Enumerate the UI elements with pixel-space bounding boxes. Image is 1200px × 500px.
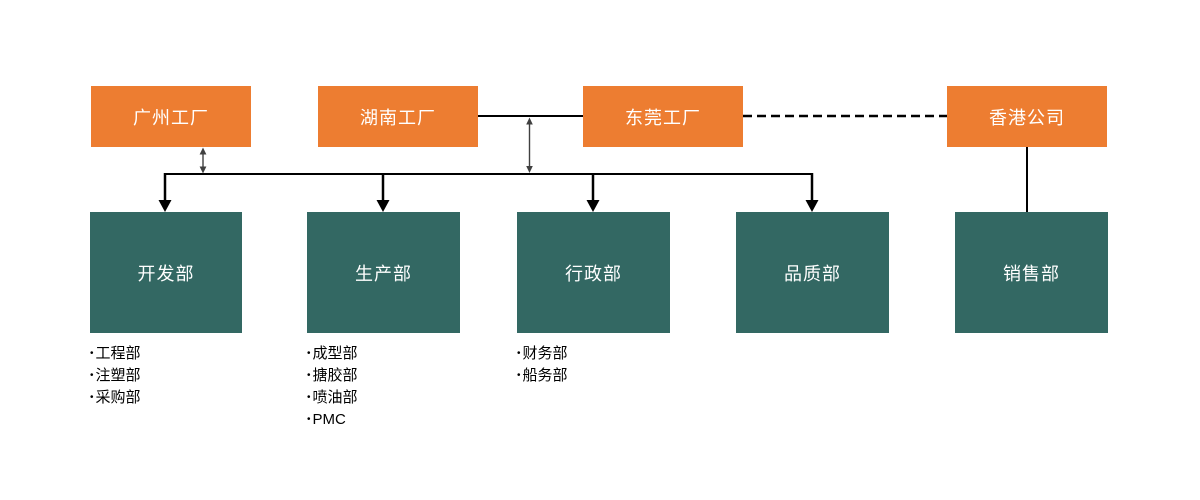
double-arrow-hunan-dongguan — [526, 117, 533, 173]
drop-arrow-quality — [805, 173, 819, 212]
list-item: •采购部 — [90, 387, 141, 409]
list-item-label: 成型部 — [312, 345, 358, 362]
node-label: 生产部 — [355, 263, 412, 284]
node-hunan-factory: 湖南工厂 — [318, 86, 478, 147]
list-item: •注塑部 — [90, 365, 141, 387]
list-item: •搪胶部 — [307, 365, 358, 387]
sublist-administration: •财务部 •船务部 — [517, 343, 568, 387]
drop-arrow-dev — [158, 173, 172, 212]
bullet-icon: • — [90, 370, 94, 381]
sublist-development: •工程部 •注塑部 •采购部 — [90, 343, 141, 409]
node-label: 香港公司 — [989, 107, 1065, 128]
node-label: 行政部 — [565, 263, 622, 284]
sublist-production: •成型部 •搪胶部 •喷油部 •PMC — [307, 343, 358, 431]
list-item: •工程部 — [90, 343, 141, 365]
list-item-label: 喷油部 — [312, 389, 358, 406]
node-label: 东莞工厂 — [625, 107, 701, 128]
node-administration-dept: 行政部 — [517, 212, 670, 333]
node-label: 湖南工厂 — [360, 107, 436, 128]
bullet-icon: • — [517, 370, 521, 381]
node-label: 开发部 — [137, 263, 195, 284]
bullet-icon: • — [90, 392, 94, 403]
node-production-dept: 生产部 — [307, 212, 460, 333]
bullet-icon: • — [307, 414, 311, 425]
node-guangzhou-factory: 广州工厂 — [91, 86, 251, 147]
list-item-label: 注塑部 — [95, 367, 141, 384]
node-sales-dept: 销售部 — [955, 212, 1108, 333]
node-quality-dept: 品质部 — [736, 212, 889, 333]
bullet-icon: • — [307, 348, 311, 359]
list-item-label: 工程部 — [95, 345, 141, 362]
list-item: •喷油部 — [307, 387, 358, 409]
list-item-label: 财务部 — [522, 345, 568, 362]
node-development-dept: 开发部 — [90, 212, 242, 333]
node-dongguan-factory: 东莞工厂 — [583, 86, 743, 147]
list-item: •船务部 — [517, 365, 568, 387]
list-item-label: 船务部 — [522, 367, 568, 384]
drop-arrow-admin — [586, 173, 600, 212]
list-item-label: PMC — [312, 411, 346, 428]
node-hongkong-company: 香港公司 — [947, 86, 1107, 147]
node-label: 广州工厂 — [133, 107, 209, 128]
node-label: 品质部 — [784, 263, 841, 284]
node-label: 销售部 — [1003, 263, 1060, 284]
bullet-icon: • — [307, 370, 311, 381]
list-item-label: 采购部 — [95, 389, 141, 406]
bullet-icon: • — [307, 392, 311, 403]
list-item: •成型部 — [307, 343, 358, 365]
list-item: •财务部 — [517, 343, 568, 365]
bullet-icon: • — [90, 348, 94, 359]
list-item: •PMC — [307, 409, 358, 431]
bullet-icon: • — [517, 348, 521, 359]
double-arrow-guangzhou — [199, 147, 207, 174]
drop-arrow-prod — [376, 173, 390, 212]
list-item-label: 搪胶部 — [312, 367, 358, 384]
